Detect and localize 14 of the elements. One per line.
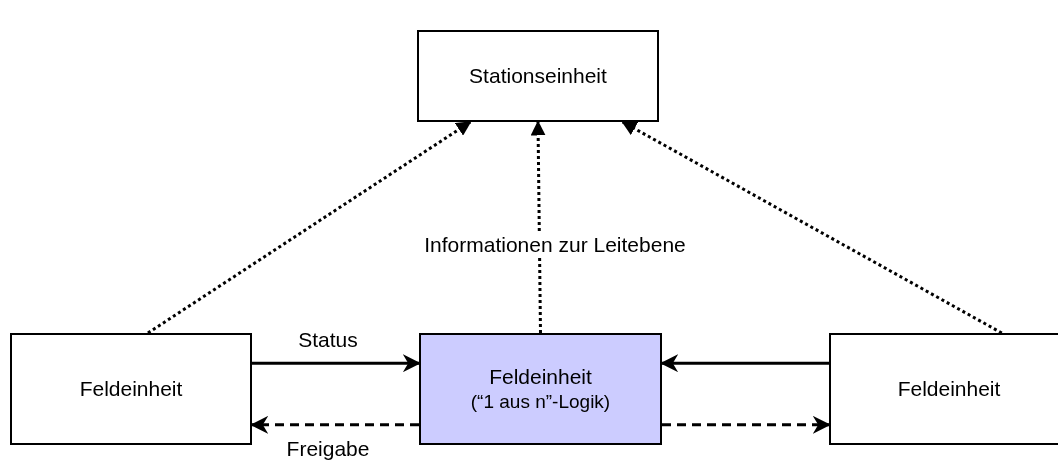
field-unit-box [10, 333, 252, 445]
node-title: Feldeinheit [897, 376, 1001, 403]
arrow [621, 120, 1003, 335]
node-title: Stationseinheit [469, 63, 607, 90]
arrow [662, 415, 831, 434]
field-unit-box [829, 333, 1058, 445]
node-subtitle: (“1 aus n”-Logik) [470, 390, 611, 415]
field-unit-box [419, 333, 662, 445]
arrow [252, 354, 421, 373]
arrow [147, 120, 472, 335]
station-box [417, 30, 659, 122]
arrow [530, 120, 546, 334]
node-title: Feldeinheit [489, 364, 592, 390]
node-title: Feldeinheit [79, 376, 183, 403]
